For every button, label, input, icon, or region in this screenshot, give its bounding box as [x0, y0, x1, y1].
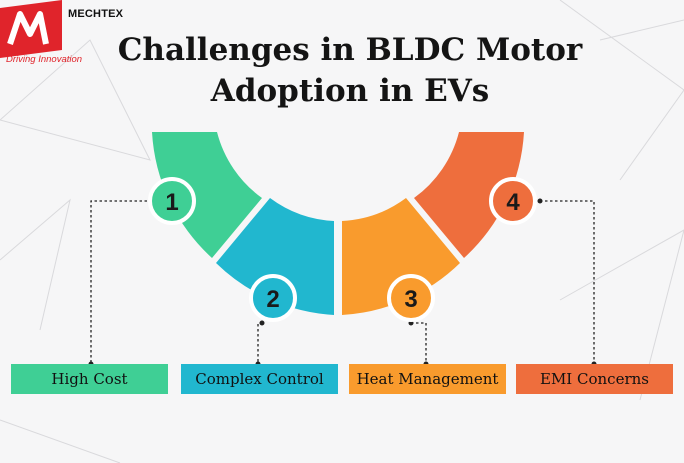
badge-2: 2	[249, 274, 297, 322]
brand-logo: MECHTEX Driving Innovation	[0, 0, 130, 70]
brand-name: MECHTEX	[68, 8, 124, 20]
badge-3-number: 3	[404, 286, 417, 313]
label-emi-concerns: EMI Concerns	[516, 364, 673, 394]
badge-4: 4	[489, 177, 537, 225]
title-line-2: Adoption in EVs	[210, 73, 490, 109]
segment-2	[216, 198, 334, 315]
badge-3: 3	[387, 274, 435, 322]
logo-mark-icon	[0, 0, 62, 58]
label-heat-management: Heat Management	[349, 364, 506, 394]
connector-3	[411, 322, 427, 364]
badge-4-number: 4	[506, 189, 520, 216]
title-line-1: Challenges in BLDC Motor	[117, 32, 583, 68]
page-title: Challenges in BLDC Motor Adoption in EVs	[80, 30, 620, 112]
segment-1	[152, 132, 262, 258]
connector-1	[90, 200, 152, 364]
badge-2-number: 2	[266, 286, 279, 313]
connector-4	[540, 200, 595, 364]
segment-4	[414, 132, 524, 258]
badge-1: 1	[148, 177, 196, 225]
connector-2	[257, 322, 262, 364]
label-complex-control: Complex Control	[181, 364, 338, 394]
label-high-cost: High Cost	[11, 364, 168, 394]
badge-1-number: 1	[165, 189, 178, 216]
brand-tagline: Driving Innovation	[6, 54, 83, 65]
